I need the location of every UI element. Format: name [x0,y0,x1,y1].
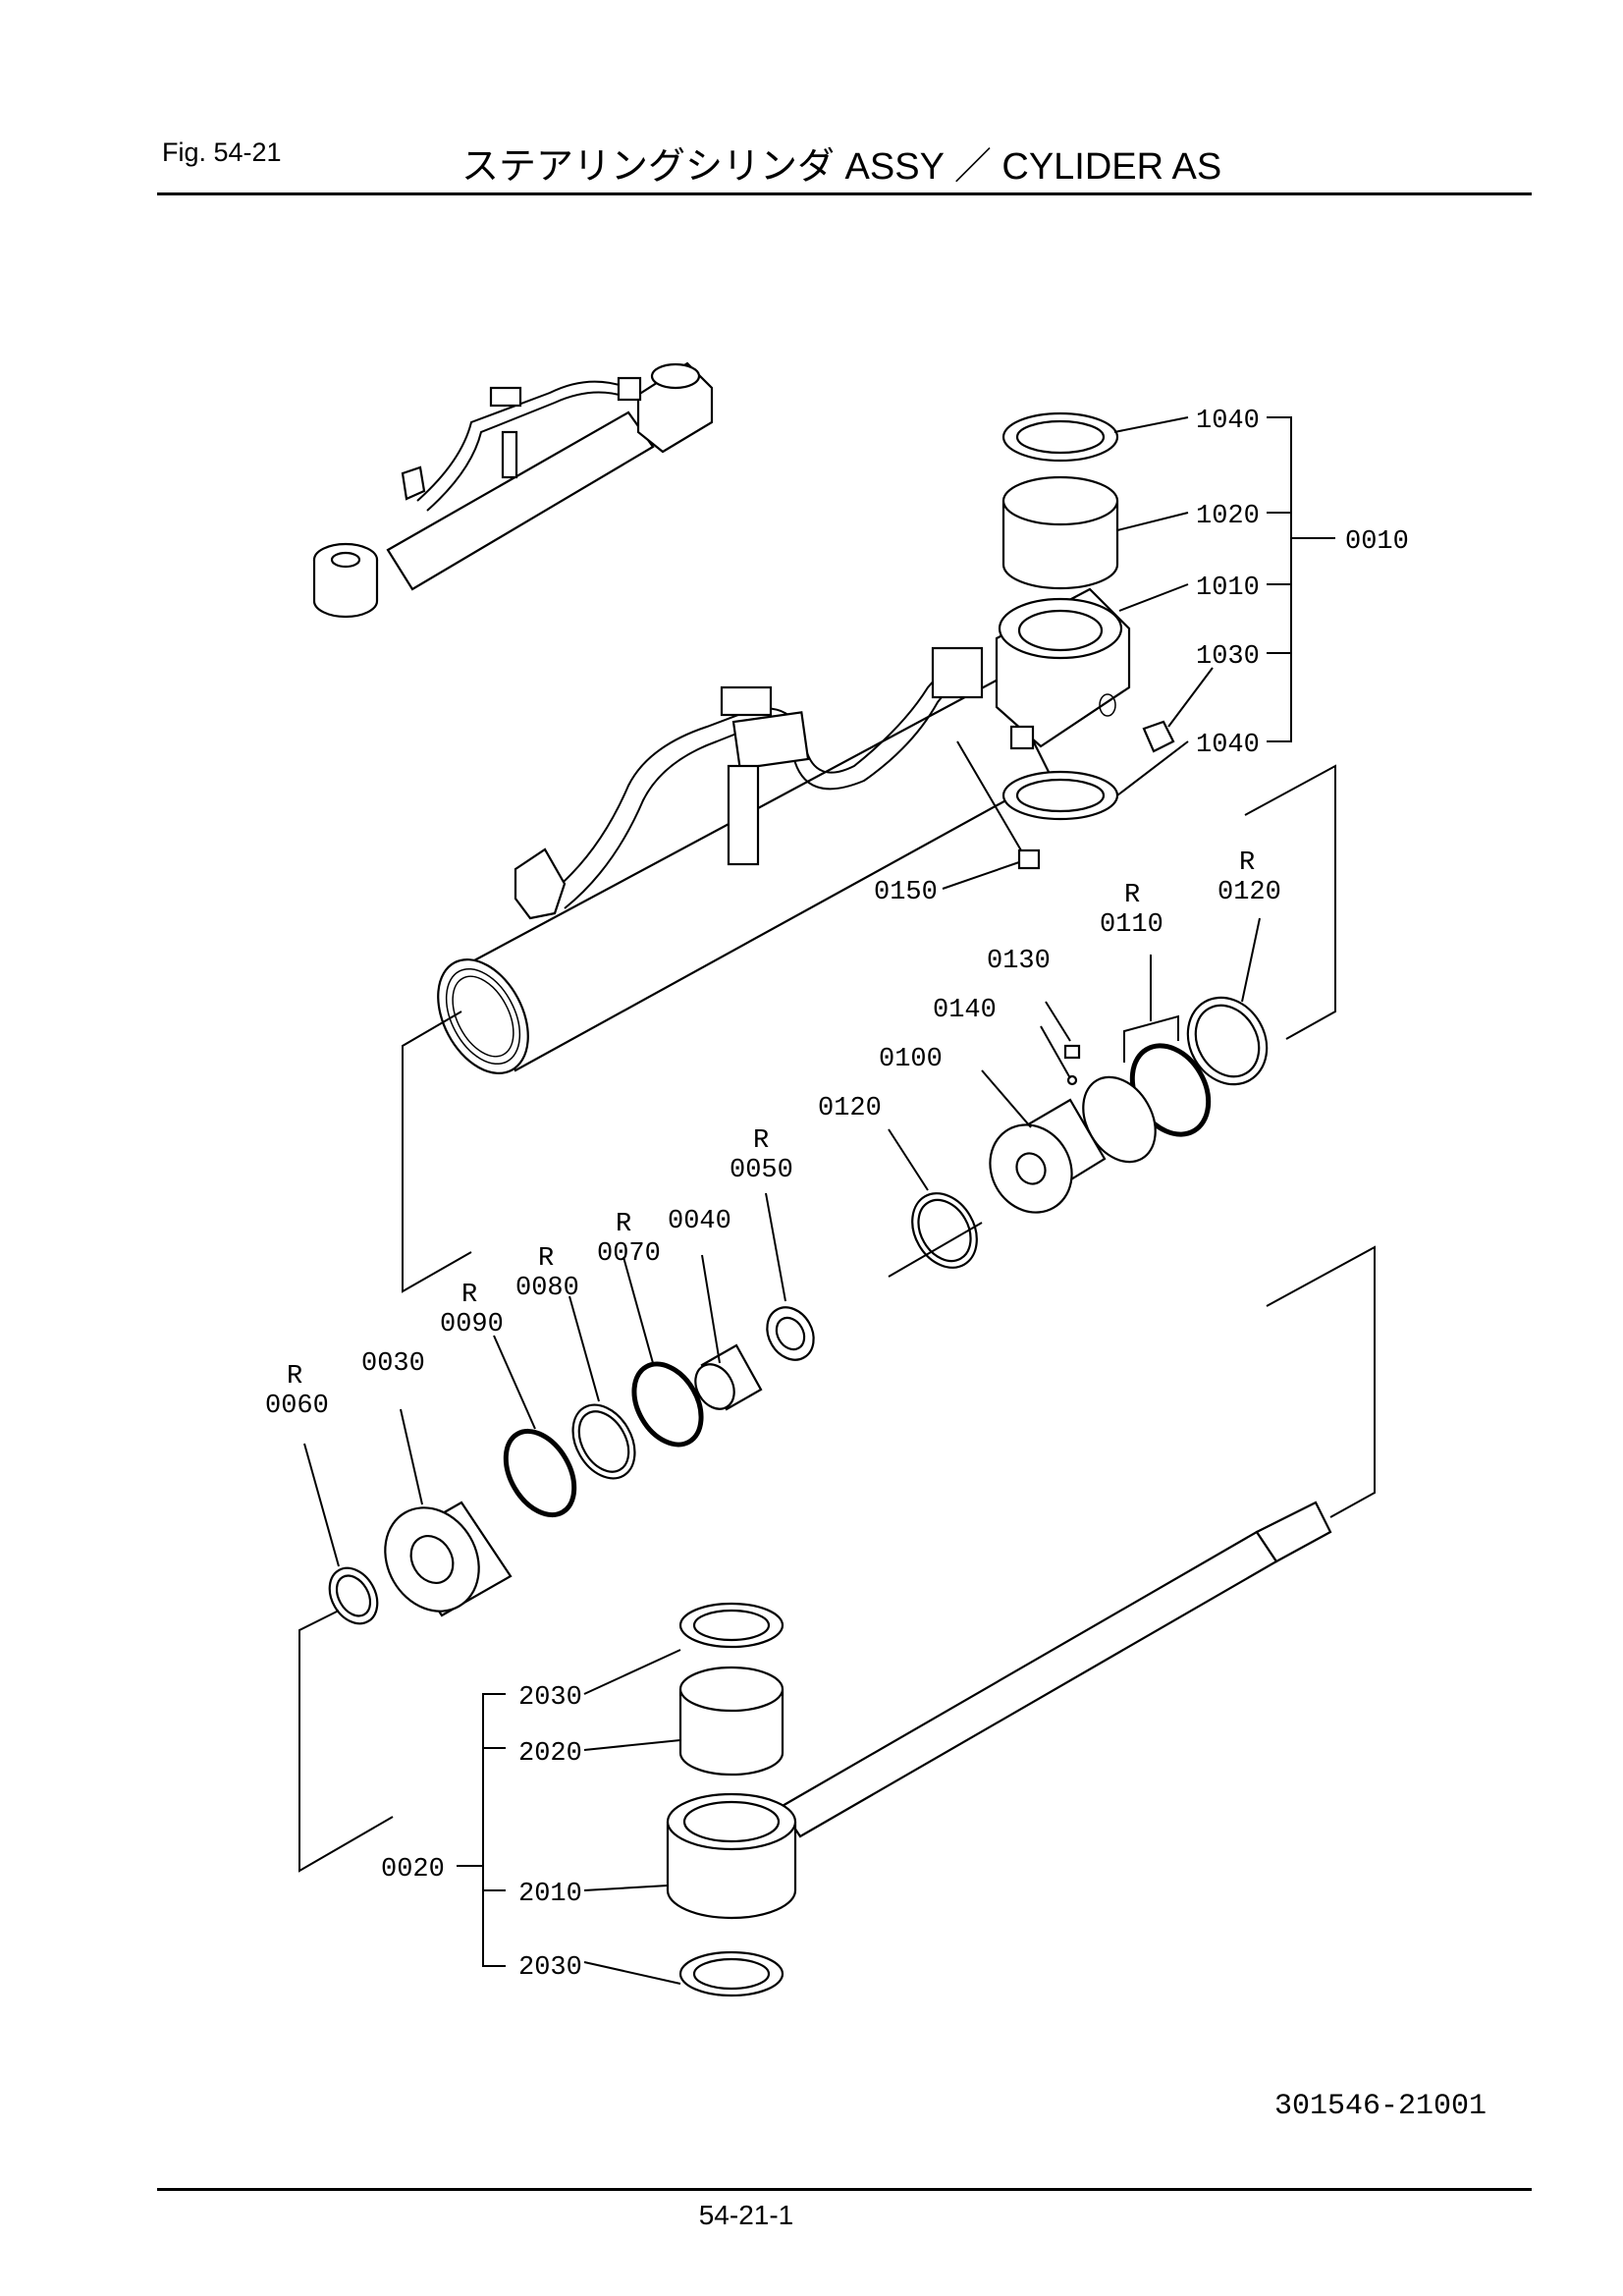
callout-1010: 1010 [1196,574,1260,603]
callout-0040: 0040 [668,1207,731,1236]
callout-0110-r: R [1124,881,1140,910]
callout-0110: 0110 [1100,910,1163,940]
callout-0080: 0080 [515,1274,579,1303]
figure-number: Fig. 54-21 [162,137,282,167]
footer-rule [157,2188,1532,2191]
page-title: ステアリングシリンダ ASSY ／ CYLIDER AS [461,146,1222,188]
callout-0070-r: R [616,1210,631,1239]
callout-2010: 2010 [518,1880,582,1909]
drawing-number: 301546-21001 [1274,2090,1488,2123]
callout-0060: 0060 [265,1392,329,1421]
callout-2030-upper: 2030 [518,1683,582,1713]
callout-0090: 0090 [440,1310,504,1339]
callout-0140: 0140 [933,996,997,1025]
callout-1030: 1030 [1196,642,1260,672]
callout-labels: 1040 1020 0010 1010 1030 1040 0150 R 012… [265,407,1409,1983]
piston-assembly-parts [328,996,1269,1625]
callout-0030: 0030 [361,1349,425,1379]
callout-0120-upper-r: R [1239,848,1255,878]
callout-1020: 1020 [1196,502,1260,531]
callout-0050-r: R [753,1126,769,1156]
callout-1040-lower: 1040 [1196,731,1260,760]
callout-2020: 2020 [518,1739,582,1769]
callout-0060-r: R [287,1362,302,1392]
callout-0020: 0020 [381,1855,445,1885]
callout-0070: 0070 [597,1239,661,1269]
callout-0100: 0100 [879,1045,943,1074]
piston-rod-illustration [666,1501,1332,1997]
callout-0150: 0150 [874,878,938,907]
callout-0130: 0130 [987,947,1051,976]
cylinder-tube-illustration [437,587,1175,1074]
bushing-seal-parts-top [1001,411,1119,821]
leader-lines [298,416,1376,1985]
header-rule [157,192,1532,195]
callout-1040-upper: 1040 [1196,407,1260,436]
callout-0120-lower: 0120 [818,1094,882,1123]
callout-0120-upper: 0120 [1217,878,1281,907]
callout-0050: 0050 [730,1156,793,1185]
callout-2030-lower: 2030 [518,1953,582,1983]
overview-cylinder-illustration [312,361,714,619]
page-number: 54-21-1 [698,2200,794,2230]
callout-0080-r: R [538,1244,554,1274]
callout-0010: 0010 [1345,527,1409,557]
callout-0090-r: R [461,1281,477,1310]
